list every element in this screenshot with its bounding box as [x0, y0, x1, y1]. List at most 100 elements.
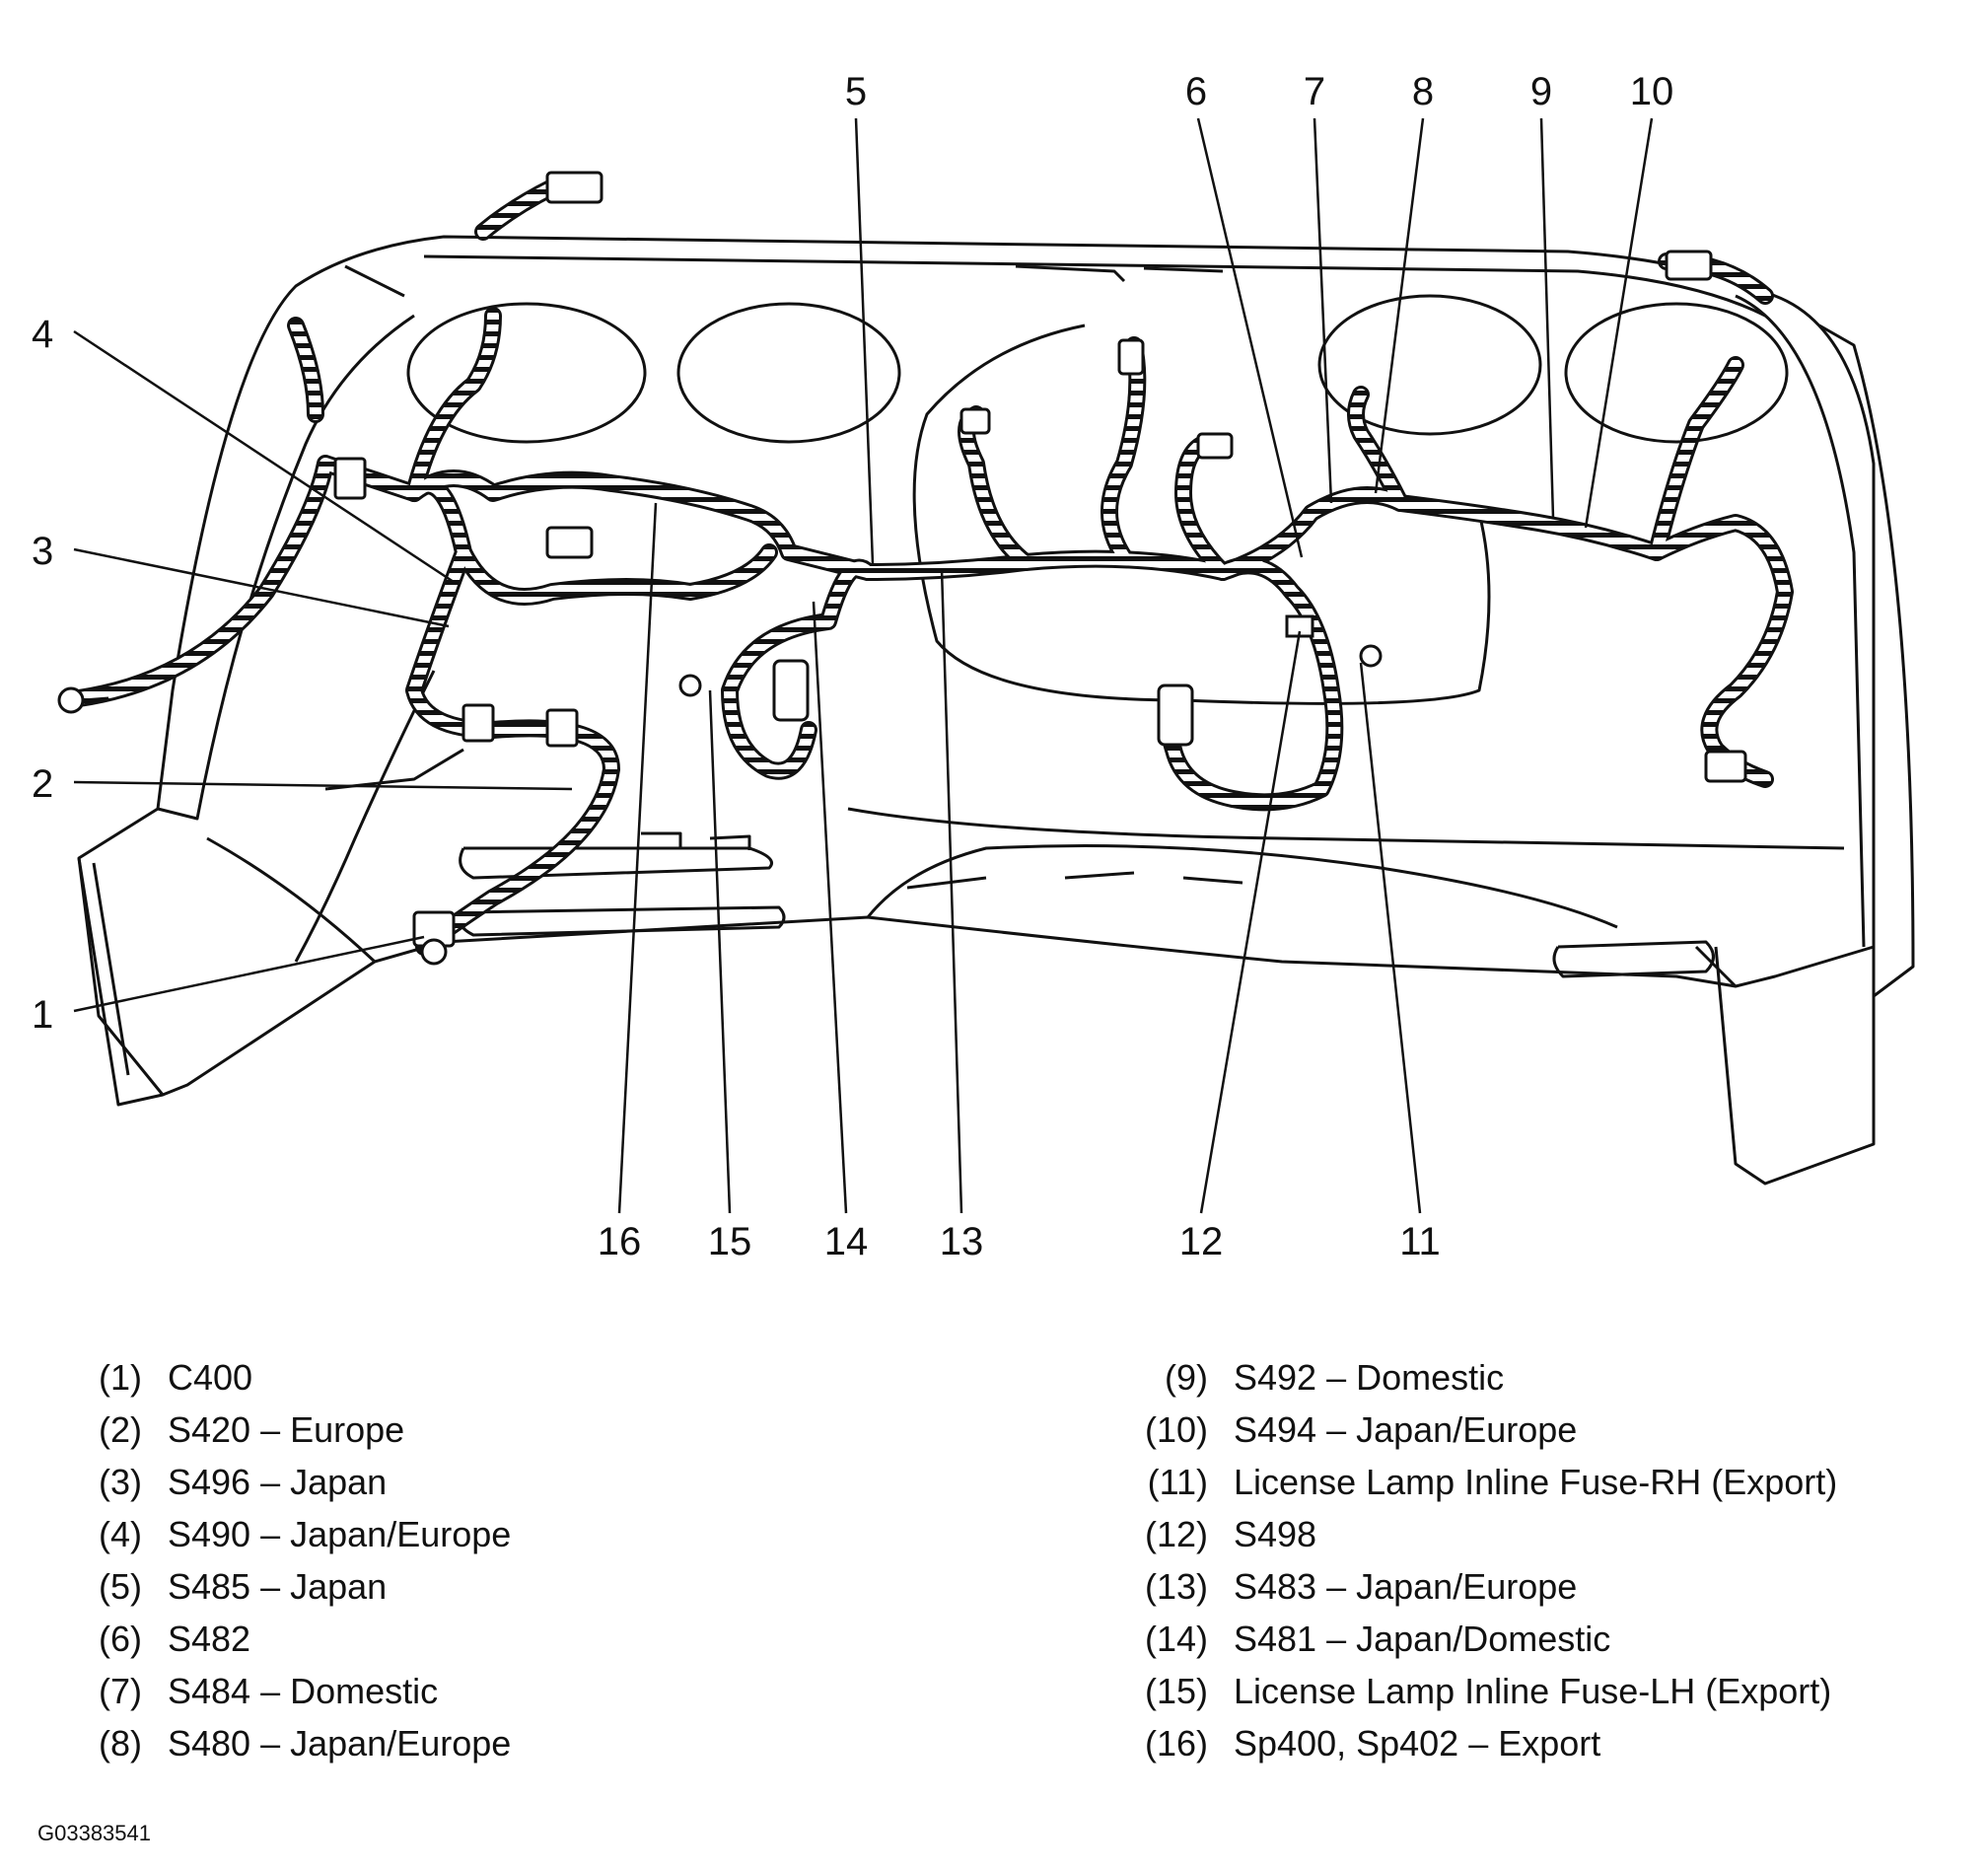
leader-line-13 [940, 568, 963, 1214]
legend-text: S492 – Domestic [1234, 1357, 1505, 1398]
legend-text: License Lamp Inline Fuse-RH (Export) [1234, 1462, 1838, 1502]
legend-number: (4) [99, 1514, 142, 1554]
callout-11: 11 [1399, 1220, 1441, 1263]
leader-lines [73, 117, 1654, 1214]
callout-15: 15 [708, 1220, 752, 1263]
callout-numbers: 1 2 3 4 5 6 7 8 9 10 11 12 13 14 15 16 [32, 70, 1673, 1263]
leader-line-9 [1539, 117, 1555, 519]
legend-item: (3) S496 – Japan [43, 1456, 511, 1508]
legend-number: (8) [99, 1723, 142, 1764]
callout-5: 5 [845, 70, 867, 113]
harness-diagram: 1 2 3 4 5 6 7 8 9 10 11 12 13 14 15 16 [32, 70, 1915, 1263]
callout-1: 1 [32, 993, 53, 1037]
inline-fuse-rh [1157, 684, 1194, 747]
legend-number: (12) [1144, 1514, 1208, 1554]
legend-item: (14) S481 – Japan/Domestic [1109, 1613, 1837, 1665]
gauge-opening-1 [406, 302, 647, 444]
wiring-harness [70, 179, 1794, 956]
callout-6: 6 [1185, 70, 1207, 113]
gauge-opening-2 [676, 302, 901, 444]
legend-number: (3) [99, 1462, 142, 1502]
legend-text: S480 – Japan/Europe [168, 1723, 512, 1764]
legend-number: (16) [1144, 1723, 1208, 1764]
legend-item: (4) S490 – Japan/Europe [43, 1508, 511, 1560]
legend-text: S420 – Europe [168, 1409, 405, 1450]
callout-3: 3 [32, 530, 53, 573]
callout-9: 9 [1530, 70, 1552, 113]
legend-item: (11) License Lamp Inline Fuse-RH (Export) [1109, 1456, 1838, 1508]
leader-line-12 [1199, 630, 1302, 1214]
legend-number: (13) [1144, 1566, 1208, 1607]
callout-8: 8 [1412, 70, 1434, 113]
legend-item: (5)S485 – Japan [43, 1560, 511, 1613]
legend-text: S490 – Japan/Europe [168, 1514, 512, 1554]
callout-4: 4 [32, 313, 53, 356]
gauge-openings [406, 294, 1789, 444]
callout-2: 2 [32, 762, 53, 806]
ground-terminal-left [57, 686, 109, 714]
leader-line-11 [1359, 662, 1422, 1214]
legend-item: (8) S480 – Japan/Europe [43, 1717, 511, 1769]
legend-text: S482 [168, 1619, 251, 1659]
legend-text: License Lamp Inline Fuse-LH (Export) [1234, 1671, 1832, 1711]
legend-text: S485 – Japan [168, 1566, 388, 1607]
callout-12: 12 [1179, 1220, 1224, 1263]
legend-number: (1) [99, 1357, 142, 1398]
callout-14: 14 [824, 1220, 869, 1263]
leader-line-8 [1374, 117, 1425, 494]
leader-line-15 [708, 689, 732, 1214]
legend-item: (12) S498 [1109, 1508, 1837, 1560]
connector-upper-left [545, 171, 604, 204]
legend-number: (6) [99, 1619, 142, 1659]
legend-item: (1) C400 [43, 1351, 511, 1404]
legend-number: (10) [1144, 1409, 1208, 1450]
callout-16: 16 [598, 1220, 642, 1263]
legend-text: C400 [168, 1357, 253, 1398]
leader-line-7 [1313, 117, 1333, 504]
connector-center-3 [1196, 432, 1234, 460]
legend-number: (7) [99, 1671, 142, 1711]
legend-text: S494 – Japan/Europe [1234, 1409, 1578, 1450]
legend-number: (11) [1147, 1462, 1208, 1502]
legend-item: (9) S492 – Domestic [1109, 1351, 1837, 1404]
legend-right-column: (9) S492 – Domestic (10) S494 – Japan/Euro… [1109, 1351, 1837, 1769]
connector-right [1704, 750, 1747, 783]
legend-text: Sp400, Sp402 – Export [1234, 1723, 1601, 1764]
legend-text: S481 – Japan/Domestic [1234, 1619, 1611, 1659]
leader-line-3 [73, 547, 450, 628]
callout-13: 13 [940, 1220, 984, 1263]
connector-center-1 [959, 407, 991, 435]
callout-7: 7 [1304, 70, 1325, 113]
legend-item: (16) Sp400, Sp402 – Export [1109, 1717, 1837, 1769]
legend-item: (6) S482 [43, 1613, 511, 1665]
leader-line-5 [854, 117, 875, 565]
legend-text: S496 – Japan [168, 1462, 388, 1502]
legend-number: (15) [1144, 1671, 1208, 1711]
legend-item: (2)S420 – Europe [43, 1404, 511, 1456]
leader-line-4 [73, 329, 455, 584]
legend-item: (13)S483 – Japan/Europe [1109, 1560, 1837, 1613]
legend-text: S498 [1234, 1514, 1317, 1554]
bolt-lh [678, 674, 702, 697]
legend-number: (9) [1165, 1357, 1208, 1398]
leader-line-1 [73, 935, 425, 1013]
leader-line-2 [73, 780, 573, 791]
leader-line-14 [812, 601, 848, 1214]
leader-line-10 [1584, 117, 1654, 529]
legend-text: S484 – Domestic [168, 1671, 439, 1711]
bolt-rh [1359, 644, 1383, 668]
leader-line-16 [617, 502, 658, 1214]
instrument-panel-body [77, 235, 1915, 1186]
connector-left-gauge [545, 526, 594, 559]
splice-clip-2 [462, 703, 495, 743]
callout-10: 10 [1630, 70, 1674, 113]
figure-id: G03383541 [37, 1821, 151, 1845]
gauge-opening-4 [1564, 302, 1789, 444]
legend-number: (14) [1144, 1619, 1208, 1659]
inline-fuse-lh [772, 659, 810, 722]
gauge-opening-3 [1317, 294, 1542, 436]
splice-clip-3 [545, 708, 579, 748]
splice-clip-1 [333, 457, 367, 500]
connector-center-2 [1117, 338, 1145, 376]
legend-item: (15) License Lamp Inline Fuse-LH (Export) [1109, 1665, 1837, 1717]
